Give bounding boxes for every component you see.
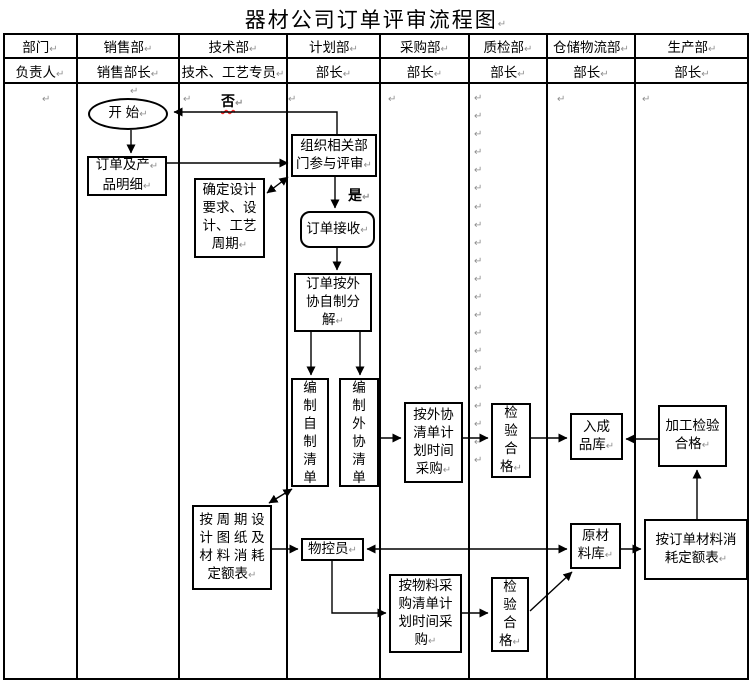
header-text: 销售部↵ <box>103 39 153 55</box>
owner-cell-purchasing: 部长↵ <box>380 58 469 83</box>
node-label: 编制外协清单 <box>352 379 366 485</box>
node-label: 按外协清单计划时间采购↵ <box>413 406 454 476</box>
node-finished-goods-store[interactable]: 入成品库↵ <box>570 413 623 460</box>
node-label: 编制自制清单 <box>303 379 317 485</box>
node-cycle-design-quota[interactable]: 按 周 期 设计 图 纸 及材 料 消 耗定额表↵ <box>192 505 272 590</box>
node-org-review[interactable]: 组织相关部门参与评审↵ <box>291 134 377 177</box>
owner-cell-quality: 部长↵ <box>469 58 547 83</box>
pilcrow-mark: ↵ <box>557 94 566 105</box>
node-order-accept[interactable]: 订单接收↵ <box>300 211 375 248</box>
header-cell-purchasing: 采购部↵ <box>380 33 469 58</box>
node-label: 按订单材料消耗定额表↵ <box>655 531 737 565</box>
node-outsource-purchase-plan[interactable]: 按外协清单计划时间采购↵ <box>404 402 463 483</box>
header-cell-planning: 计划部↵ <box>287 33 380 58</box>
node-label: 原材料库↵ <box>577 528 614 561</box>
node-process-inspection-pass[interactable]: 加工检验合格↵ <box>658 405 727 467</box>
owner-text: 销售部长↵ <box>96 64 160 80</box>
page-title: 器材公司订单评审流程图↵ <box>244 9 509 32</box>
owner-cell-sales: 销售部长↵ <box>77 58 179 83</box>
owner-text: 技术、工艺专员↵ <box>181 64 285 80</box>
pilcrow-mark: ↵ <box>130 86 139 97</box>
arrow-controller-to-material-purchase <box>331 561 387 618</box>
node-order-details[interactable]: 订单及产↵品明细↵ <box>87 156 167 196</box>
owner-cell-production: 部长↵ <box>635 58 749 83</box>
owner-text: 部长↵ <box>573 64 609 80</box>
owner-cell-planning: 部长↵ <box>287 58 380 83</box>
node-raw-material-store[interactable]: 原材料库↵ <box>570 523 621 569</box>
node-material-purchase-plan[interactable]: 按物料采购清单计划时间采购↵ <box>389 574 462 653</box>
pilcrow-mark: ↵ <box>288 94 297 105</box>
node-label: 入成品库↵ <box>578 418 615 452</box>
arrow-review-design-bidirectional <box>266 176 289 194</box>
node-material-controller[interactable]: 物控员↵ <box>301 538 364 561</box>
node-label: 组织相关部门参与评审↵ <box>296 137 372 171</box>
node-label: 开 始↵ <box>108 105 148 120</box>
header-text: 质检部↵ <box>483 39 533 55</box>
node-inspection-pass-1[interactable]: 检验合格↵ <box>491 403 531 478</box>
header-text: 仓储物流部↵ <box>553 39 629 55</box>
decision-label-yes: 是↵ <box>348 187 371 203</box>
node-label: 检验合格↵ <box>500 404 522 474</box>
header-cell-sales: 销售部↵ <box>77 33 179 58</box>
arrow-inspect2-to-raw-store <box>529 571 573 612</box>
node-label: 物控员↵ <box>308 540 357 556</box>
node-label: 确定设计要求、设计、工艺周期↵ <box>202 182 257 251</box>
node-label: 加工检验合格↵ <box>665 418 720 451</box>
decision-label-no: 否↵ <box>221 93 244 109</box>
pilcrow-mark: ↵ <box>388 94 397 105</box>
node-start[interactable]: 开 始↵ <box>88 98 168 130</box>
pilcrow-mark: ↵ <box>42 94 51 105</box>
header-cell-dept-label: 部门↵ <box>3 33 77 58</box>
node-label: 按物料采购清单计划时间采购↵ <box>398 577 453 647</box>
owner-text: 部长↵ <box>315 64 352 80</box>
header-cell-warehouse: 仓储物流部↵ <box>547 33 635 58</box>
owner-text: 部长↵ <box>674 64 710 80</box>
header-text: 生产部↵ <box>667 39 717 55</box>
node-design-requirements[interactable]: 确定设计要求、设计、工艺周期↵ <box>194 178 265 258</box>
arrow-review-no-to-start <box>173 107 338 134</box>
owner-text: 负责人↵ <box>15 64 65 80</box>
header-cell-technology: 技术部↵ <box>179 33 287 58</box>
header-text: 部门↵ <box>22 39 58 55</box>
node-label: 检验合格↵ <box>499 578 521 648</box>
node-label: 订单及产↵品明细↵ <box>95 157 159 192</box>
pilcrow-mark: ↵ <box>183 94 192 105</box>
node-order-decompose[interactable]: 订单按外协自制分解↵ <box>294 273 372 332</box>
node-label: 订单按外协自制分解↵ <box>306 275 360 327</box>
header-cell-production: 生产部↵ <box>635 33 749 58</box>
pilcrow-mark: ↵ <box>642 94 651 105</box>
owner-cell-label: 负责人↵ <box>3 58 77 83</box>
node-label: 按 周 期 设计 图 纸 及材 料 消 耗定额表↵ <box>199 511 265 581</box>
header-cell-quality: 质检部↵ <box>469 33 547 58</box>
node-inspection-pass-2[interactable]: 检验合格↵ <box>491 577 529 652</box>
header-text: 采购部↵ <box>400 39 449 55</box>
node-order-material-quota[interactable]: 按订单材料消耗定额表↵ <box>644 519 748 580</box>
swimlane-grid <box>3 33 749 680</box>
owner-text: 部长↵ <box>490 64 526 80</box>
owner-text: 部长↵ <box>406 64 443 80</box>
owner-cell-warehouse: 部长↵ <box>547 58 635 83</box>
node-label: 订单接收↵ <box>306 220 369 236</box>
header-text: 计划部↵ <box>309 39 358 55</box>
header-text: 技术部↵ <box>208 39 258 55</box>
arrow-cycle-design-self-list-bidirectional <box>268 488 293 504</box>
node-outsource-list[interactable]: 编制外协清单 <box>339 378 379 487</box>
pilcrow-column: ↵↵↵↵↵↵↵↵↵↵↵↵↵↵↵↵↵↵↵↵↵ <box>474 93 483 466</box>
owner-cell-technology: 技术、工艺专员↵ <box>179 58 287 83</box>
node-self-made-list[interactable]: 编制自制清单 <box>291 378 329 487</box>
